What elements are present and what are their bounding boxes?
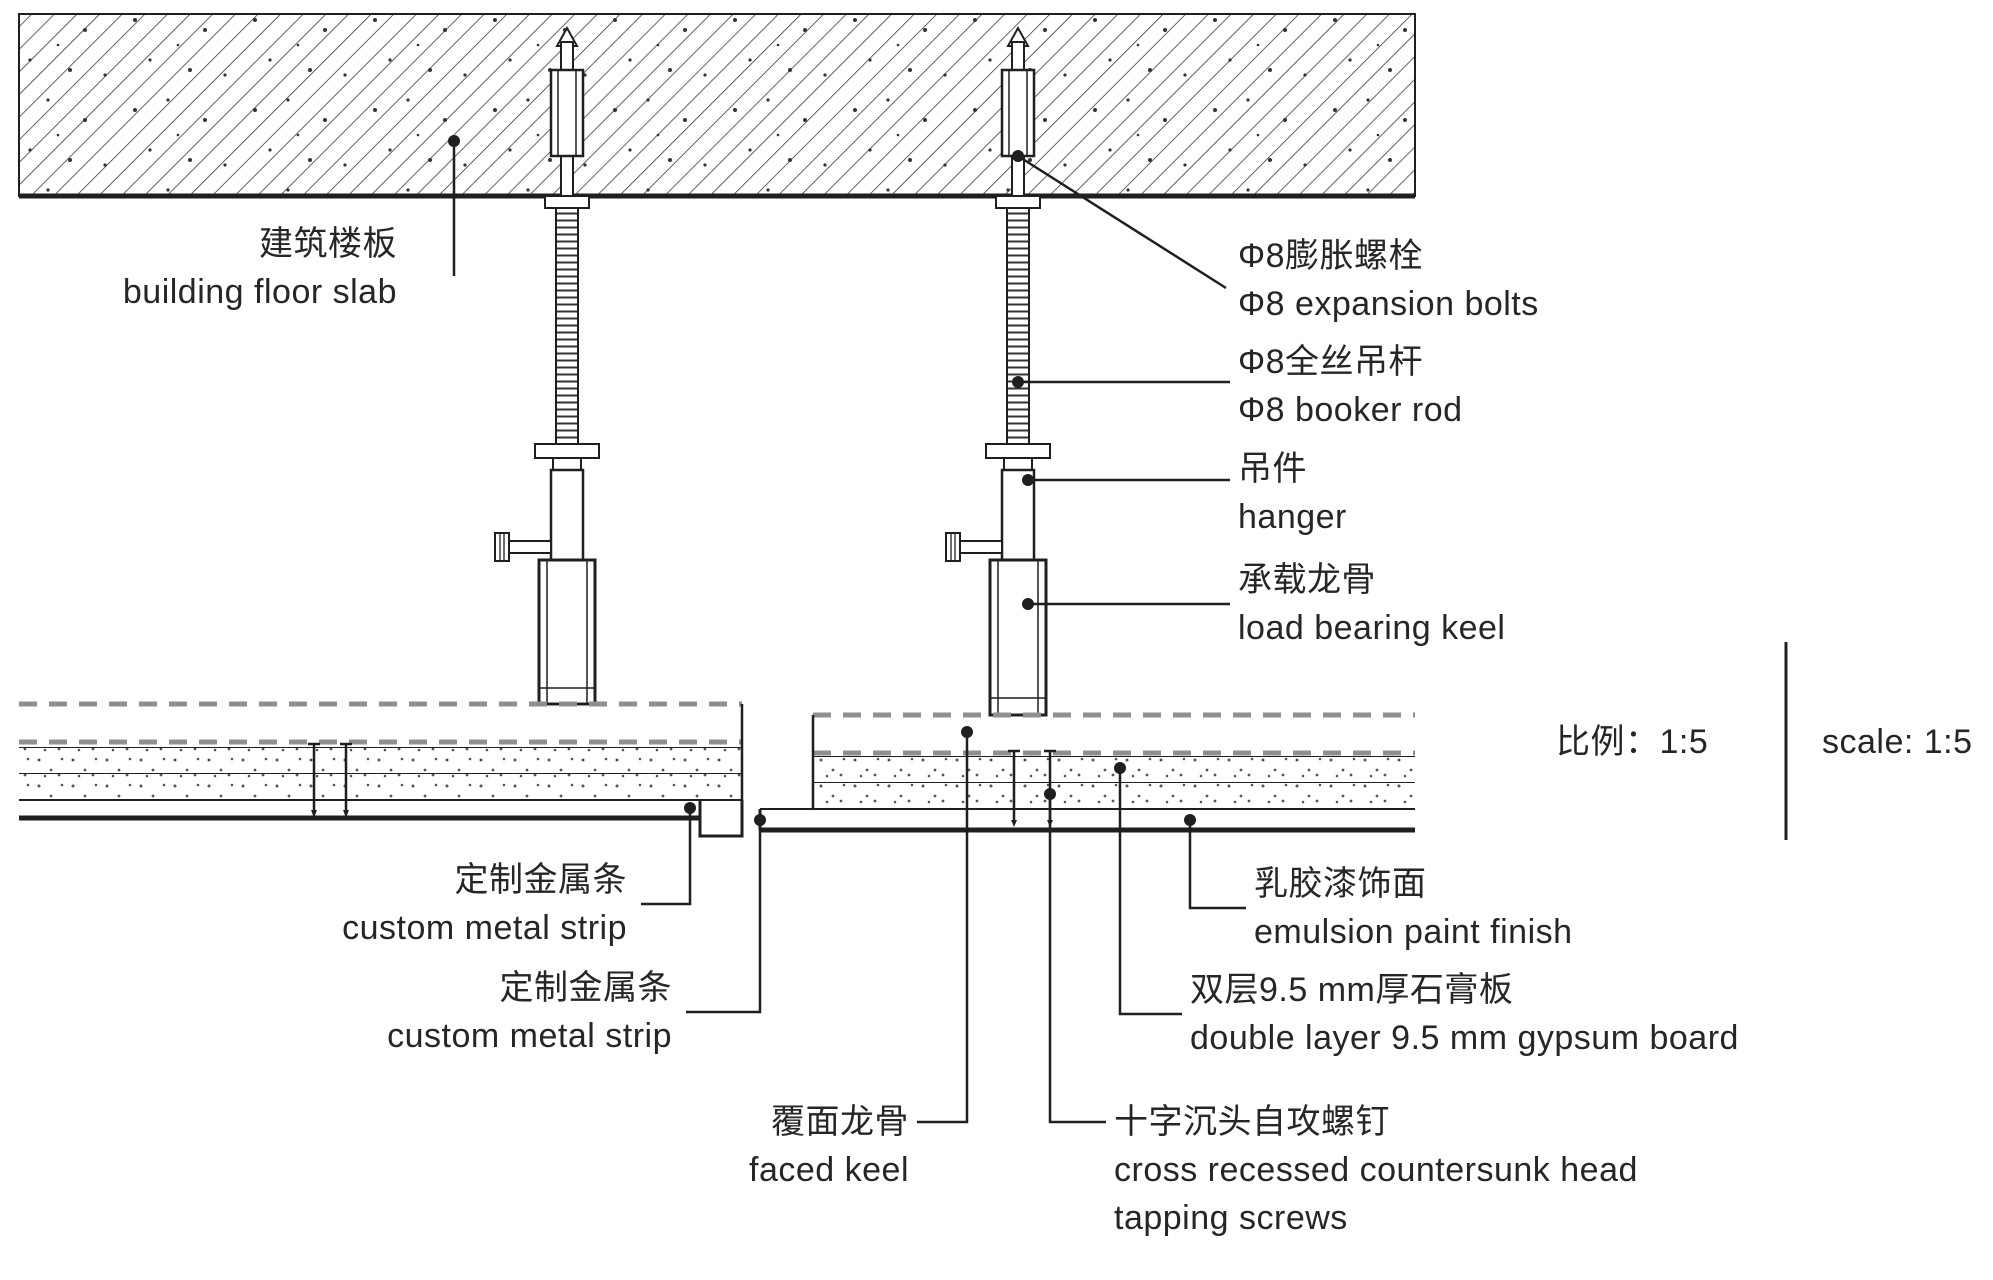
load-bearing-keel-right [988,558,1048,717]
label-zh: 双层9.5 mm厚石膏板 [1190,971,1514,1009]
load-bearing-keel-left [537,558,597,706]
gypsum-layer-1-left [19,748,742,774]
label-zh: 承载龙骨 [1238,561,1376,599]
leader-faced-keel [917,726,973,1124]
label-zh: 定制金属条 [454,861,627,899]
label-tapping-screws: 十字沉头自攻螺钉 cross recessed countersunk head… [1114,1098,1638,1242]
label-en: emulsion paint finish [1254,913,1573,951]
slab-speckle [19,14,1415,196]
gypsum-layer-2-left [19,774,742,800]
floor-slab [18,13,1416,199]
label-en: custom metal strip [342,909,627,947]
label-en: custom metal strip [387,1017,672,1055]
label-zh: 建筑楼板 [259,225,397,263]
label-hanger: 吊件 hanger [1238,445,1347,541]
label-custom-metal-strip-upper: 定制金属条 custom metal strip [307,856,627,952]
leader-booker-rod [1012,376,1230,388]
label-en: double layer 9.5 mm gypsum board [1190,1019,1739,1057]
label-en: cross recessed countersunk head [1114,1151,1638,1189]
leader-load-bearing-keel [1022,598,1230,610]
tapping-screws-left [308,742,352,818]
leader-expansion-bolts [1012,150,1227,290]
label-en: load bearing keel [1238,609,1506,647]
leader-custom-metal-strip-lower [686,814,766,1014]
label-zh: 覆面龙骨 [771,1103,909,1141]
label-building-floor-slab: 建筑楼板 building floor slab [97,220,397,316]
label-zh: 乳胶漆饰面 [1254,865,1427,903]
label-zh: 吊件 [1238,450,1307,488]
label-faced-keel: 覆面龙骨 faced keel [589,1098,909,1194]
leader-hanger [1022,474,1230,486]
leader-emulsion-paint-finish [1184,814,1246,910]
label-emulsion-paint-finish: 乳胶漆饰面 emulsion paint finish [1254,860,1573,956]
label-en: building floor slab [122,273,397,311]
label-booker-rod: Φ8全丝吊杆 Φ8 booker rod [1238,338,1463,434]
leader-building-floor-slab [448,135,460,276]
label-gypsum-board: 双层9.5 mm厚石膏板 double layer 9.5 mm gypsum … [1190,966,1739,1062]
leader-gypsum-board [1114,762,1182,1016]
label-scale-en: scale: 1:5 [1822,723,1973,761]
leader-tapping-screws [1044,788,1106,1124]
label-custom-metal-strip-lower: 定制金属条 custom metal strip [352,964,672,1060]
label-zh: 定制金属条 [499,969,672,1007]
label-en: Φ8 booker rod [1238,391,1463,429]
tapping-screws-right [1008,749,1056,827]
label-zh: Φ8膨胀螺栓 [1238,237,1424,275]
label-zh: Φ8全丝吊杆 [1238,343,1424,381]
label-en: hanger [1238,498,1347,536]
ceiling-left-section [19,701,744,838]
label-en: tapping screws [1114,1199,1348,1237]
leader-custom-metal-strip-upper [641,802,696,906]
ceiling-right-section [758,712,1415,833]
label-scale-zh: 比例：1:5 [1556,723,1709,761]
label-zh: 十字沉头自攻螺钉 [1114,1103,1390,1141]
gypsum-layer-1-right [813,757,1415,783]
label-load-bearing-keel: 承载龙骨 load bearing keel [1238,556,1505,652]
custom-metal-strip-left [698,800,744,838]
label-expansion-bolts: Φ8膨胀螺栓 Φ8 expansion bolts [1238,232,1539,328]
label-en: Φ8 expansion bolts [1238,285,1539,323]
label-en: faced keel [749,1151,909,1189]
gypsum-layer-2-right [813,783,1415,809]
